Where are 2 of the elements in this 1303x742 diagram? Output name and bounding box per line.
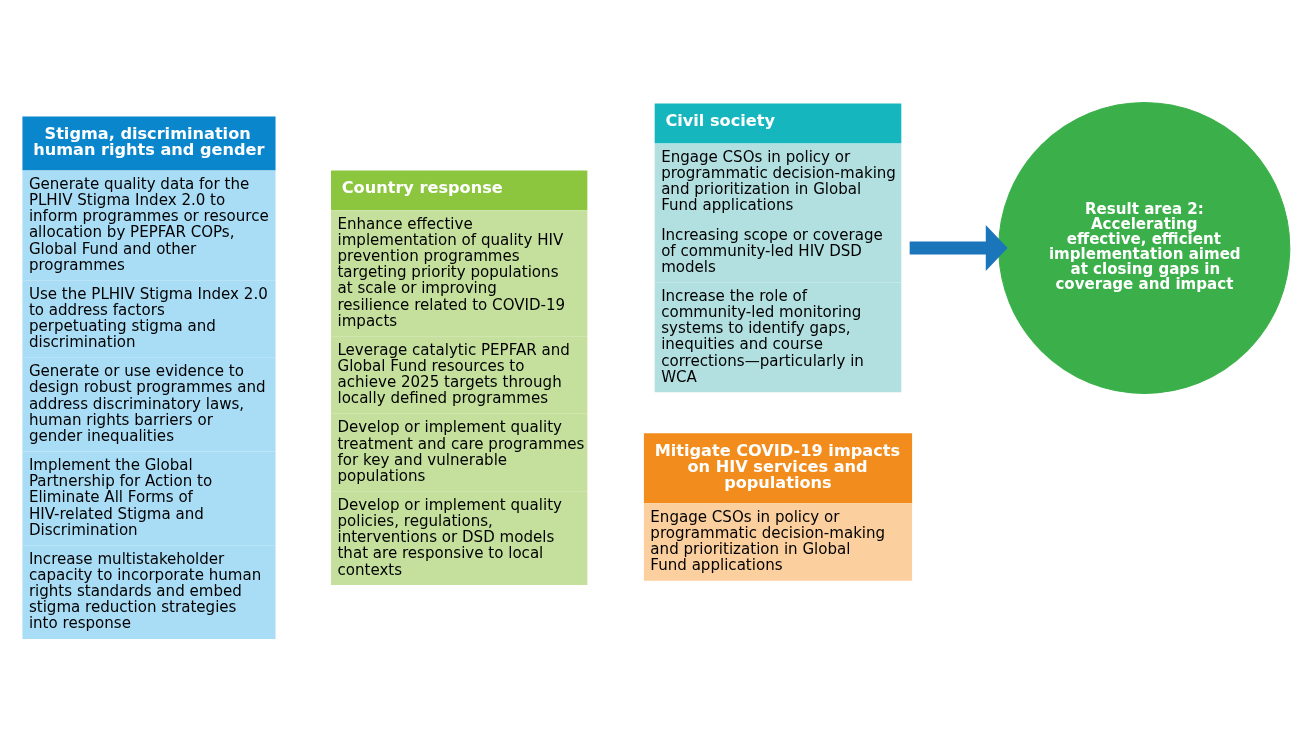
- node-circle: Result area 2: Accelerating effective, efficient implementation aimed at closing gaps in coverage and impact: [998, 101, 1291, 394]
- arrow: [909, 225, 1008, 271]
